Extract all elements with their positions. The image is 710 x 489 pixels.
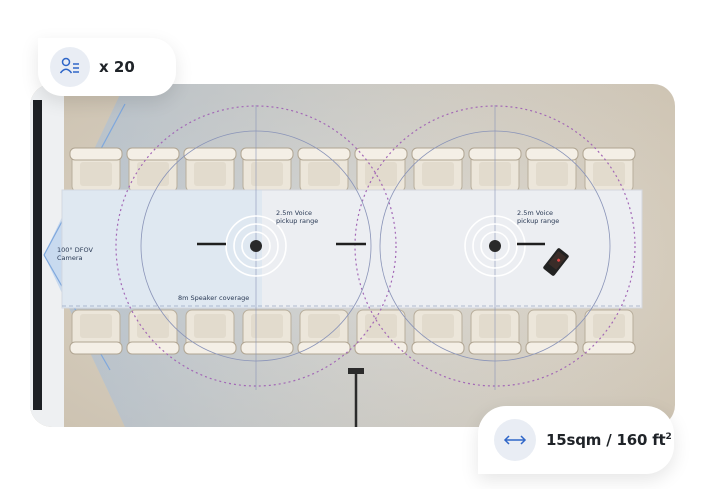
voice-range-label-left-line1: 2.5m Voice	[276, 209, 312, 217]
chair-bottom-10	[582, 309, 636, 355]
chair-top-2	[126, 147, 180, 193]
display-screen	[33, 100, 42, 410]
room-area-badge: 15sqm / 160 ft2	[478, 406, 674, 474]
room-area-label: 15sqm / 160 ft2	[546, 431, 672, 449]
chair-bottom-1	[69, 309, 123, 355]
chairs-top-row	[69, 147, 636, 193]
room-area-superscript: 2	[665, 432, 672, 442]
chair-bottom-6	[354, 309, 408, 355]
chair-bottom-2	[126, 309, 180, 355]
voice-range-label-right-line2: pickup range	[517, 217, 559, 225]
microphone-left	[225, 215, 287, 277]
chair-top-10	[582, 147, 636, 193]
speaker-coverage-label: 8m Speaker coverage	[178, 294, 249, 302]
voice-range-label-right-line1: 2.5m Voice	[517, 209, 553, 217]
chair-top-4	[240, 147, 294, 193]
chair-bottom-3	[183, 309, 237, 355]
chair-bottom-4	[240, 309, 294, 355]
voice-range-label-left-line2: pickup range	[276, 217, 318, 225]
room-area-text: 15sqm / 160 ft	[546, 431, 666, 449]
chair-bottom-5	[297, 309, 351, 355]
capacity-label: x 20	[99, 58, 135, 76]
chair-top-6	[354, 147, 408, 193]
chair-bottom-9	[525, 309, 579, 355]
chair-top-3	[183, 147, 237, 193]
microphone-right	[464, 215, 526, 277]
chair-top-1	[69, 147, 123, 193]
capacity-badge: x 20	[38, 38, 176, 96]
table-inner-shade	[62, 190, 262, 308]
chair-top-9	[525, 147, 579, 193]
camera-name-label: Camera	[57, 254, 83, 262]
chair-top-7	[411, 147, 465, 193]
chair-bottom-7	[411, 309, 465, 355]
chairs-bottom-row	[69, 309, 636, 355]
people-checklist-icon	[50, 47, 90, 87]
camera-fov-label: 100° DFOV	[57, 246, 93, 254]
conference-table	[61, 189, 643, 309]
double-arrow-width-icon	[494, 419, 536, 461]
speaker-coverage-ring-right	[354, 105, 636, 387]
speaker-coverage-ring-left	[115, 105, 397, 387]
floor-box	[348, 368, 364, 374]
phone-device	[543, 248, 569, 276]
